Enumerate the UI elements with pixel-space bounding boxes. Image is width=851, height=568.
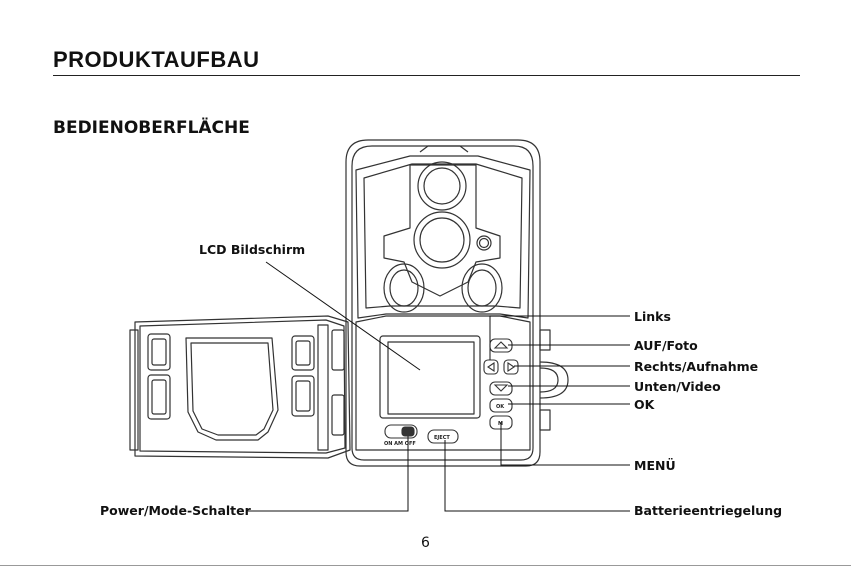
callout-ok: OK bbox=[634, 397, 654, 412]
callout-links: Links bbox=[634, 309, 671, 324]
callout-lcd: LCD Bildschirm bbox=[199, 242, 305, 257]
ok-button-label: OK bbox=[496, 404, 505, 410]
callout-unten-video: Unten/Video bbox=[634, 379, 721, 394]
down-video-button bbox=[490, 382, 512, 395]
menu-leader bbox=[501, 422, 630, 465]
lcd-screen bbox=[380, 336, 480, 418]
links-leader bbox=[490, 316, 630, 360]
callout-menu: MENÜ bbox=[634, 458, 676, 473]
right-record-button bbox=[504, 360, 518, 374]
switch-label: ON AM OFF bbox=[384, 441, 416, 447]
callout-battery-release: Batterieentriegelung bbox=[634, 503, 782, 518]
footer-divider bbox=[0, 565, 851, 566]
eject-label: EJECT bbox=[434, 435, 450, 441]
left-button bbox=[484, 360, 498, 374]
battery-leader bbox=[445, 440, 630, 511]
callout-rechts-aufnahme: Rechts/Aufnahme bbox=[634, 359, 758, 374]
callout-auf-foto: AUF/Foto bbox=[634, 338, 698, 353]
page-number: 6 bbox=[0, 535, 851, 551]
callout-power-mode: Power/Mode-Schalter bbox=[100, 503, 251, 518]
